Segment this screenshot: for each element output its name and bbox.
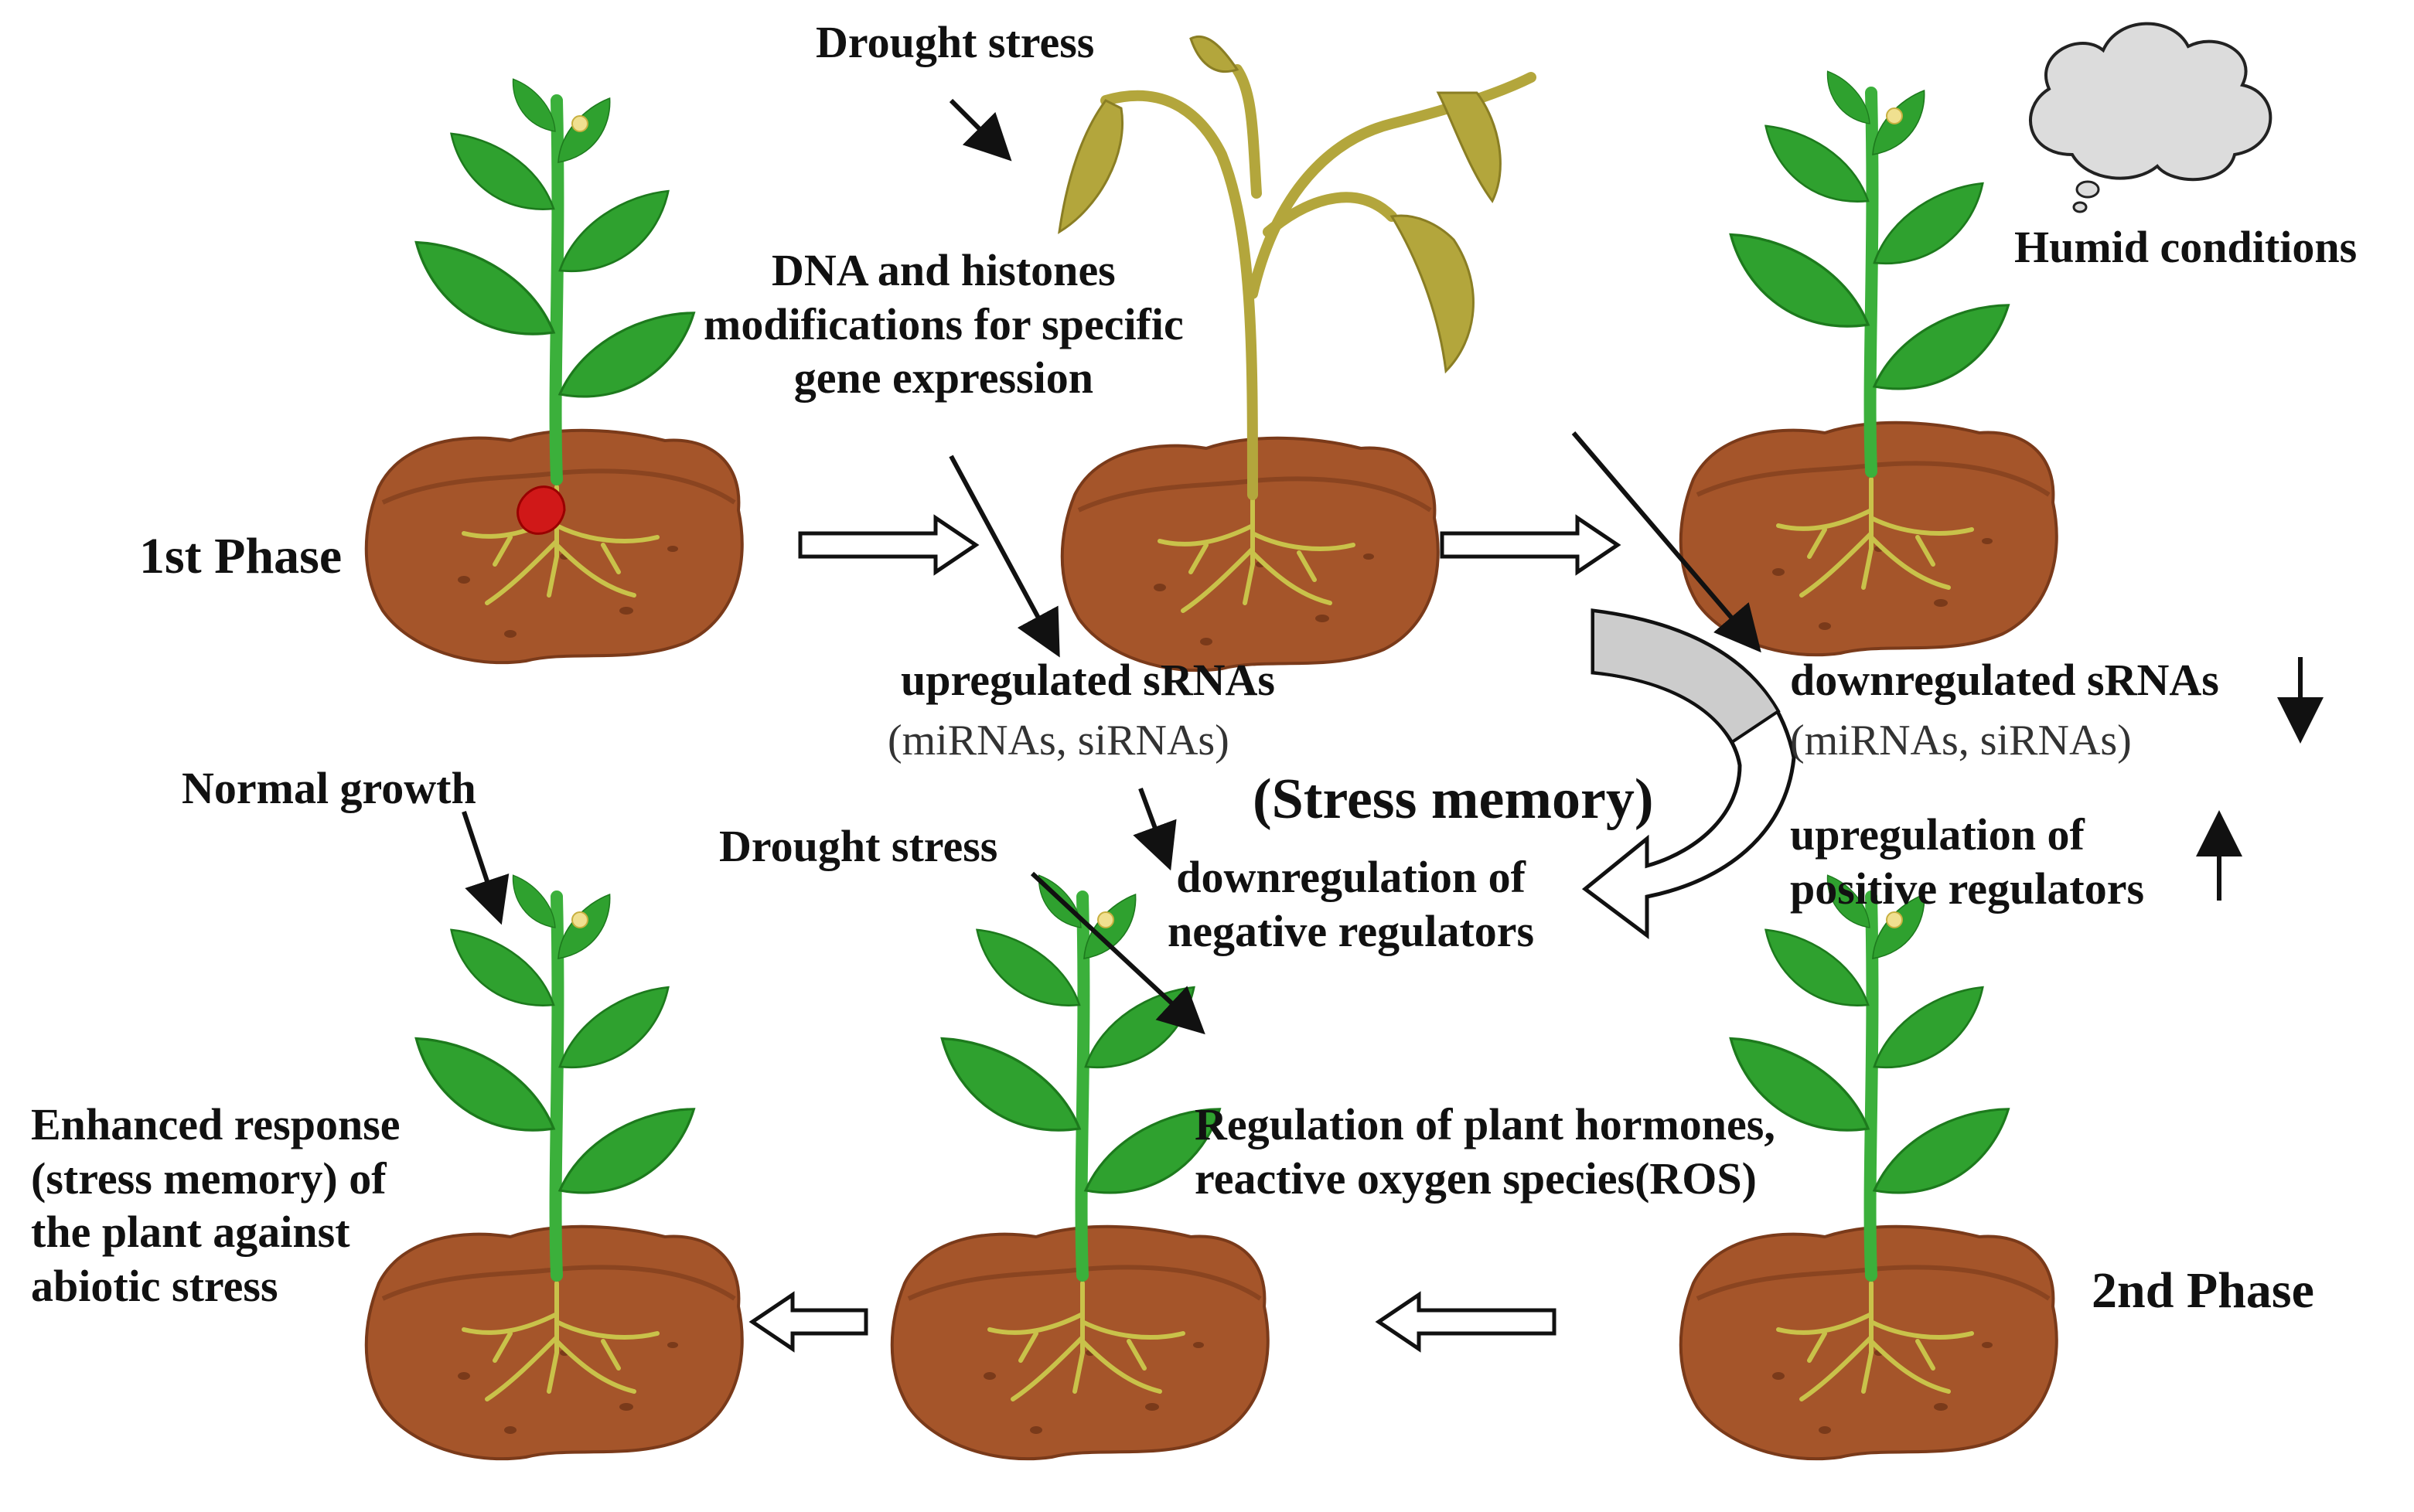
label-upregulated-srnas: upregulated sRNAs	[901, 655, 1275, 705]
enhanced-line-3: the plant against	[31, 1207, 350, 1258]
label-normal-growth: Normal growth	[182, 763, 476, 813]
regulation-line-1: Regulation of plant hormones,	[1195, 1099, 1775, 1149]
plant-recovered-humid	[1681, 70, 2057, 655]
dna-line-3: gene expression	[793, 352, 1093, 404]
plant-phase1-seedling	[367, 78, 742, 662]
arrow-right-1	[798, 514, 980, 576]
seed-icon	[517, 485, 566, 535]
pointer-arrows	[462, 98, 2324, 1035]
enhanced-line-1: Enhanced response	[31, 1099, 401, 1149]
arrow-right-2	[1440, 514, 1621, 576]
stress-memory-curved-arrow	[1581, 608, 1796, 939]
arrow-normal-growth	[462, 811, 510, 925]
arrow-to-downregulation	[1133, 787, 1177, 871]
label-first-phase: 1st Phase	[139, 528, 343, 584]
dna-line-2: modifications for specific	[704, 298, 1184, 349]
plant-enhanced-response	[367, 874, 742, 1459]
label-upregulation-positive: upregulation of positive regulators	[1790, 808, 2144, 915]
upregulation-line-1: upregulation of	[1790, 809, 2085, 860]
plant-wilted-drought	[1058, 35, 1536, 670]
label-downregulation-negative: downregulation of negative regulators	[1168, 850, 1534, 958]
label-enhanced-response: Enhanced response (stress memory) of the…	[31, 1098, 401, 1313]
arrow-to-downregulated	[1571, 431, 1761, 653]
arrow-drought-top	[949, 98, 1012, 162]
arrow-to-upregulated	[949, 455, 1060, 658]
label-second-phase: 2nd Phase	[2092, 1262, 2314, 1319]
arrow-drought-mid	[1030, 871, 1205, 1035]
downregulation-line-2: negative regulators	[1168, 905, 1535, 956]
upregulation-line-2: positive regulators	[1790, 863, 2145, 914]
label-stress-memory: (Stress memory)	[1253, 768, 1654, 831]
label-regulation-hormones: Regulation of plant hormones, reactive o…	[1195, 1098, 1775, 1205]
flow-arrows	[748, 514, 1621, 1353]
label-humid-conditions: Humid conditions	[2014, 222, 2358, 272]
label-dna-histone-modifications: DNA and histones modifications for speci…	[704, 243, 1184, 405]
cloud-icon	[2029, 22, 2273, 213]
arrow-left-2	[748, 1291, 868, 1353]
enhanced-line-4: abiotic stress	[31, 1260, 278, 1311]
label-downregulated-srnas-sub: (miRNAs, siRNAs)	[1790, 717, 2132, 765]
regulation-line-2: reactive oxygen species(ROS)	[1195, 1153, 1757, 1204]
enhanced-line-2: (stress memory) of	[31, 1153, 387, 1204]
label-drought-stress-top: Drought stress	[816, 17, 1095, 67]
label-drought-stress-mid: Drought stress	[719, 821, 998, 871]
downregulation-line-1: downregulation of	[1176, 852, 1526, 902]
label-downregulated-srnas: downregulated sRNAs	[1790, 655, 2219, 705]
arrow-left-1	[1375, 1291, 1556, 1353]
label-upregulated-srnas-sub: (miRNAs, siRNAs)	[888, 717, 1229, 765]
dna-line-1: DNA and histones	[771, 245, 1116, 295]
